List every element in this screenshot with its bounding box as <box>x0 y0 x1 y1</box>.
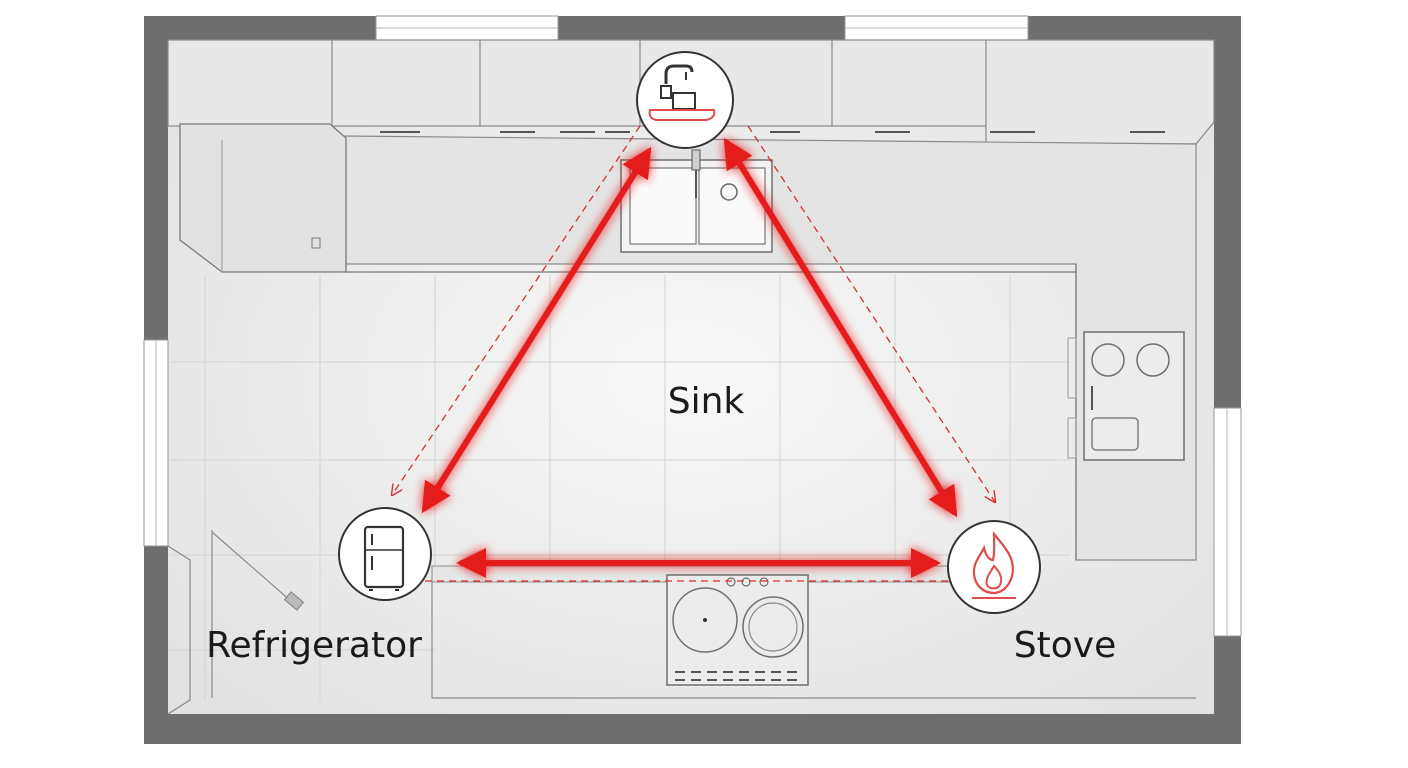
sink-basin <box>620 149 773 253</box>
flame-icon <box>947 520 1041 614</box>
refrigerator-icon <box>338 507 432 601</box>
cooktop <box>1067 331 1185 461</box>
center-label: Sink <box>668 381 745 422</box>
triangle-edge-sink-refrigerator <box>421 146 652 514</box>
door-swing <box>167 530 305 715</box>
triangle-edge-sink-stove <box>723 137 958 518</box>
refrigerator-label: Refrigerator <box>206 625 422 666</box>
work-triangle <box>421 137 958 578</box>
pantry-cabinet <box>179 123 347 273</box>
range-appliance <box>666 574 809 686</box>
stove-label: Stove <box>1014 625 1116 666</box>
sink-faucet-icon <box>636 51 734 149</box>
